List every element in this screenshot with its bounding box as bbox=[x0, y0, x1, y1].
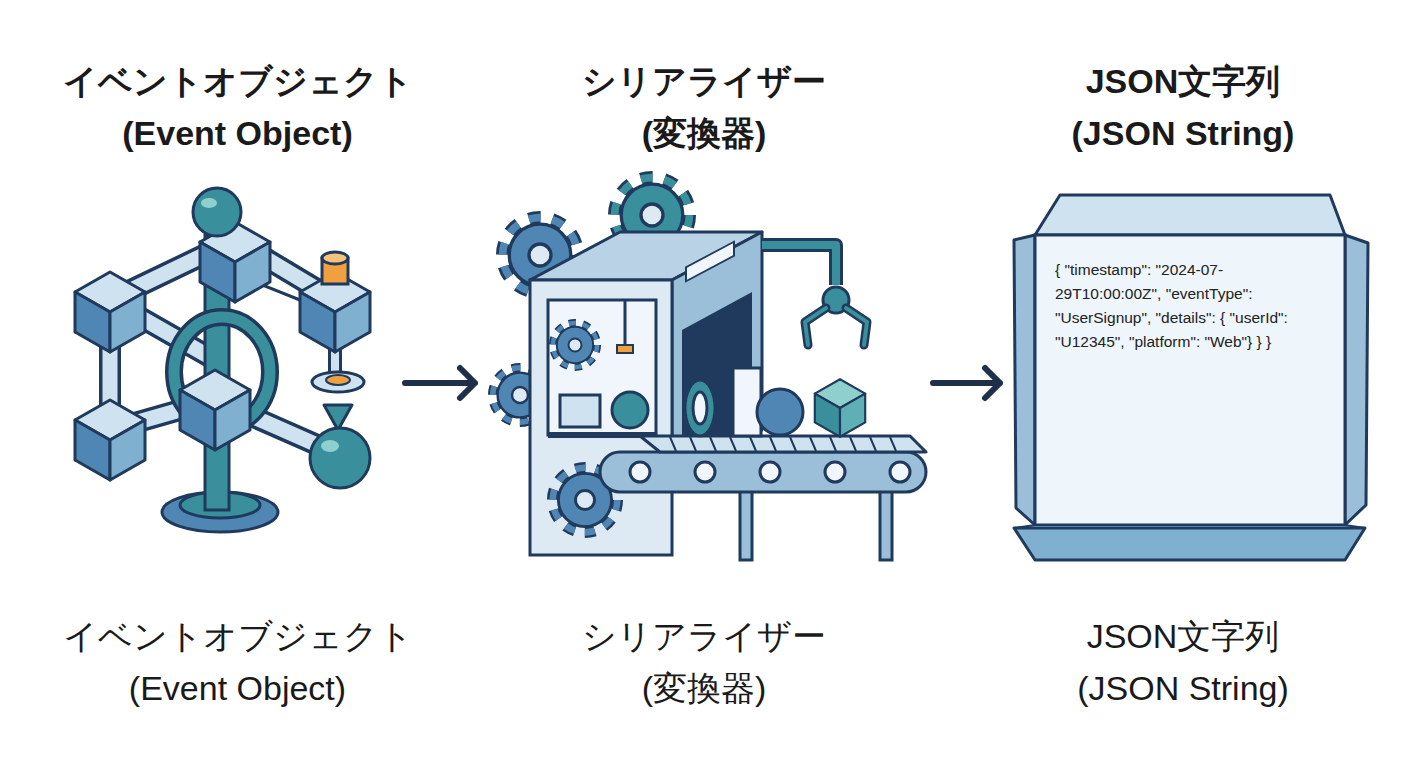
serializer-machine-illustration bbox=[757, 389, 803, 435]
flow-arrow bbox=[405, 368, 475, 398]
open-box-illustration bbox=[1014, 235, 1035, 525]
event-object-illustration bbox=[75, 400, 145, 480]
serializer-machine-illustration bbox=[690, 437, 696, 451]
serializer-machine-illustration bbox=[880, 488, 892, 560]
caption-label: JSON文字列 (JSON String) bbox=[1033, 610, 1333, 714]
serializer-machine-illustration bbox=[870, 437, 876, 451]
event-object-illustration bbox=[201, 198, 217, 208]
serializer-machine-illustration bbox=[850, 437, 856, 451]
event-object-illustration bbox=[312, 372, 364, 392]
open-box-illustration bbox=[1014, 195, 1368, 560]
serializer-machine-illustration bbox=[825, 462, 845, 482]
serializer-machine-illustration bbox=[693, 392, 707, 424]
serializer-machine-illustration bbox=[560, 395, 600, 427]
event-object-illustration bbox=[193, 188, 241, 236]
serializer-machine-illustration bbox=[548, 300, 656, 435]
event-object-illustration bbox=[326, 375, 350, 385]
serializer-machine-illustration bbox=[624, 300, 627, 345]
serializer-machine-illustration bbox=[790, 437, 796, 451]
serializer-machine-illustration bbox=[686, 242, 734, 282]
heading-label: イベントオブジェクト (Event Object) bbox=[48, 55, 428, 159]
flow-arrow bbox=[933, 368, 1000, 398]
serializer-machine-illustration bbox=[730, 437, 736, 451]
open-box-illustration bbox=[1345, 235, 1368, 525]
event-object-illustration bbox=[321, 440, 339, 452]
serializer-machine-illustration bbox=[890, 462, 910, 482]
event-object-illustration bbox=[322, 252, 348, 264]
serializer-machine-illustration bbox=[805, 308, 826, 345]
event-object-illustration bbox=[75, 188, 370, 532]
serializer-machine-illustration bbox=[530, 280, 672, 555]
serializer-machine-illustration bbox=[600, 452, 926, 492]
open-box-illustration bbox=[1014, 525, 1365, 528]
event-object-illustration bbox=[310, 428, 370, 488]
serializer-machine-illustration bbox=[612, 392, 648, 428]
serializer-machine-illustration bbox=[760, 462, 780, 482]
serializer-machine-illustration bbox=[670, 437, 896, 451]
json-code: { "timestamp": "2024-07-29T10:00:00Z", "… bbox=[1055, 258, 1305, 354]
caption-label: シリアライザー (変換器) bbox=[554, 610, 854, 714]
serializer-machine-illustration bbox=[493, 178, 926, 560]
open-box-illustration bbox=[1035, 235, 1345, 525]
open-box-illustration bbox=[1035, 195, 1345, 235]
serializer-machine-illustration bbox=[846, 308, 867, 345]
serializer-machine-illustration bbox=[553, 323, 597, 367]
serializer-machine-illustration bbox=[805, 308, 826, 345]
event-object-illustration bbox=[324, 405, 352, 430]
illustrated-node: JSON文字列 (JSON String) { "timestamp": "202… bbox=[1000, 45, 1366, 705]
serializer-machine-illustration bbox=[762, 245, 836, 285]
flow-arrow-line bbox=[405, 368, 475, 398]
serializer-machine-illustration bbox=[710, 437, 716, 451]
serializer-machine-illustration bbox=[685, 380, 715, 436]
serializer-machine-illustration bbox=[846, 308, 867, 345]
serializer-machine-illustration bbox=[815, 379, 865, 437]
heading-label: JSON文字列 (JSON String) bbox=[1033, 55, 1333, 159]
serializer-machine-illustration bbox=[630, 462, 910, 482]
open-box-illustration bbox=[1014, 528, 1365, 560]
serializer-machine-illustration bbox=[617, 345, 633, 353]
serializer-machine-illustration bbox=[740, 488, 752, 560]
serializer-machine-illustration bbox=[810, 437, 816, 451]
serializer-machine-illustration bbox=[733, 368, 761, 436]
serializer-machine-illustration bbox=[750, 437, 756, 451]
heading-label: シリアライザー (変換器) bbox=[554, 55, 854, 159]
illustrated-node: イベントオブジェクト (Event Object)イベントオブジェクト (Eve… bbox=[70, 45, 405, 705]
event-object-illustration bbox=[75, 272, 145, 352]
serializer-machine-illustration bbox=[670, 437, 676, 451]
serializer-machine-illustration bbox=[830, 437, 836, 451]
illustrated-node: シリアライザー (変換器)シリアライザー (変換器) bbox=[475, 45, 933, 705]
caption-label: イベントオブジェクト (Event Object) bbox=[48, 610, 428, 714]
event-object-illustration bbox=[180, 370, 250, 450]
serializer-machine-illustration bbox=[640, 436, 926, 452]
serializer-machine-illustration bbox=[890, 437, 896, 451]
serializer-machine-illustration bbox=[770, 437, 776, 451]
serializer-machine-illustration bbox=[762, 245, 836, 285]
serializer-machine-illustration bbox=[630, 462, 650, 482]
flow-arrow-line bbox=[933, 368, 1000, 398]
serializer-machine-illustration bbox=[695, 462, 715, 482]
